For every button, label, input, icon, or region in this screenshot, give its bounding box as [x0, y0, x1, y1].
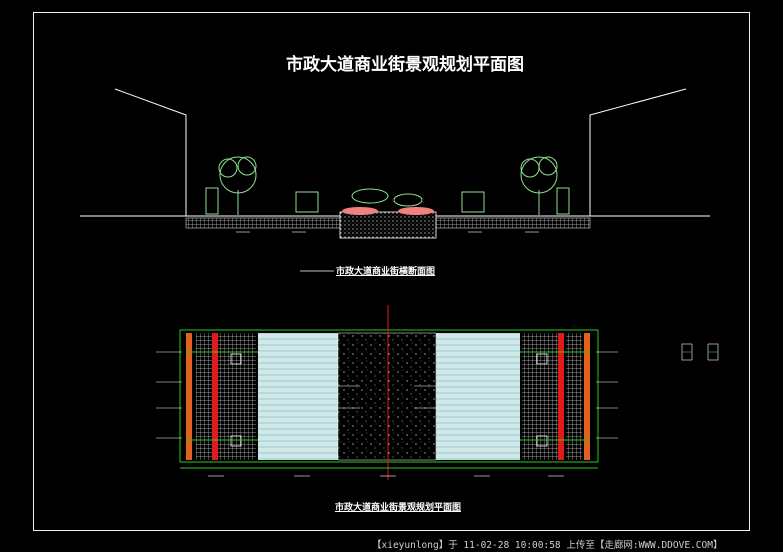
left-pavement	[196, 333, 212, 460]
plan-green-bands	[186, 351, 590, 441]
tree-pits	[230, 353, 548, 447]
median-plants	[342, 188, 434, 215]
right-red-strip	[558, 333, 564, 460]
drawing-title: 市政大道商业街景观规划平面图	[286, 55, 524, 75]
left-orange-strip	[186, 333, 192, 460]
road-bed-right	[435, 217, 591, 229]
legend-symbols	[681, 343, 719, 361]
tree-left	[218, 156, 257, 215]
plan-caption: 市政大道商业街景观规划平面图	[335, 503, 462, 513]
central-road	[337, 332, 437, 461]
plan-leaders	[156, 351, 618, 439]
drawing-frame	[33, 12, 750, 531]
tree-right	[520, 156, 558, 215]
left-building-outline	[114, 88, 187, 216]
right-pavement	[566, 333, 582, 460]
right-building-outline	[589, 88, 687, 216]
section-caption: 市政大道商业街横断面图	[336, 267, 436, 277]
right-orange-strip	[584, 333, 590, 460]
road-bed-left	[185, 217, 341, 229]
left-lawn	[258, 333, 338, 460]
median-planter	[339, 211, 437, 239]
plan-boundary	[179, 329, 599, 463]
right-lawn	[436, 333, 520, 460]
street-furniture	[205, 187, 570, 215]
street-cross-section	[80, 88, 710, 272]
street-plan-view	[156, 305, 719, 480]
left-red-strip	[212, 333, 218, 460]
upload-footer: 【xieyunlong】于 11-02-28 10:00:58 上传至【走廊网:…	[372, 540, 723, 551]
